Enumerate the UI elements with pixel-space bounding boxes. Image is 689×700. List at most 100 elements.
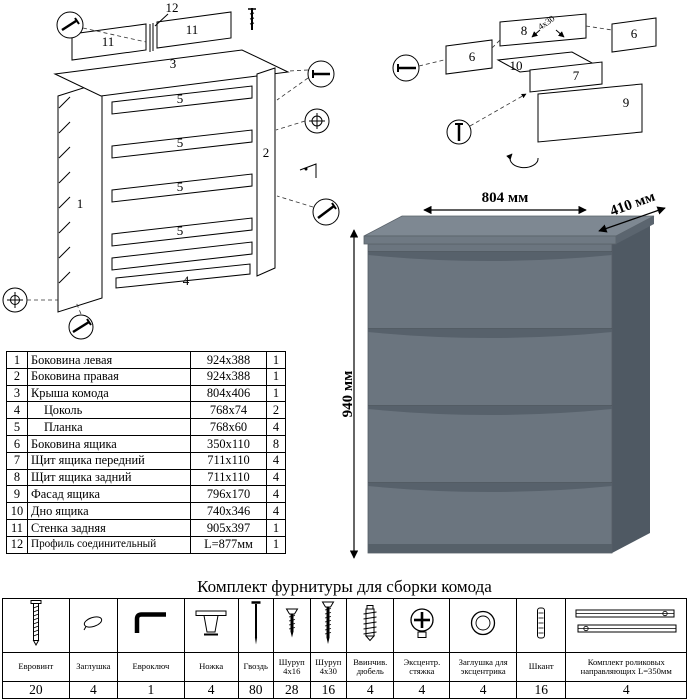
hardware-icon-cell [2,598,70,653]
hardware-icon-cell [393,598,451,653]
euroscrew-icon [30,600,42,647]
part-name: Профиль соединительный [27,535,191,554]
part-size: L=877мм [190,535,267,554]
part-qty: 4 [266,502,286,520]
part-qty: 4 [266,468,286,487]
part-size: 711x110 [190,468,267,487]
width-label: 804 мм [482,190,529,206]
part-num: 12 [6,535,28,554]
part-size: 804x406 [190,384,267,403]
leg-icon [195,610,227,636]
part-qty: 4 [266,485,286,504]
frame-assembly-diagram: 12 11 11 3 5 5 5 5 2 4 1 [2,0,340,340]
part-label: 5 [177,179,184,194]
part-num: 8 [6,468,28,487]
hardware-qty: 4 [565,681,687,699]
dresser-side-face [612,224,650,553]
part-qty: 2 [266,401,286,420]
part-num: 6 [6,434,28,453]
hardware-icon-cell [565,598,687,653]
part-name: Крыша комода [27,384,191,403]
part-size: 711x110 [190,451,267,470]
hardware-qty: 28 [272,681,311,699]
callout-screw-icon [307,60,335,88]
part-name: Стенка задняя [27,518,191,537]
hardware-icons-row [2,598,687,653]
height-label: 940 мм [340,371,356,418]
part-num: 11 [6,518,28,537]
cam-cover-icon [471,610,496,636]
part-slat [111,217,253,247]
hardware-qty: 4 [449,681,518,699]
cam-lock-icon [410,608,434,638]
hardware-name: Шуруп 4x30 [309,652,348,682]
part-label: 8 [521,23,528,38]
callout-screw-icon [392,54,420,82]
part-name: Дно ящика [27,502,191,520]
hardware-qty: 80 [237,681,274,699]
part-row: 10 Дно ящика 740x346 4 [6,502,286,520]
hardware-name: Эксцентр. стяжка [393,652,451,682]
screw-sketch-icon [248,8,256,30]
hardware-qty: 20 [2,681,70,699]
callout-screw-icon [68,314,94,340]
dresser-render: 804 мм 410 мм 940 мм [340,189,666,559]
part-size: 924x388 [190,351,267,369]
dresser-top-side [616,216,654,244]
part-size: 768x60 [190,418,267,436]
dresser-top-face [363,215,655,237]
hardware-qty: 1 [117,681,185,699]
drawer-facade-panel [537,83,643,143]
part-name: Щит ящика задний [27,468,191,487]
part-label: 4 [183,273,190,288]
hardware-qty: 16 [516,681,567,699]
part-label: 6 [469,49,476,64]
part-size: 796x170 [190,485,267,504]
hardware-icon-cell [183,598,239,653]
wood-dowel-icon [537,607,546,639]
drawer-back-panel [499,13,587,47]
part-row: 1 Боковина левая 924x388 1 [6,351,286,369]
part-name: Боковина ящика [27,434,191,453]
hardware-name: Евроключ [117,652,185,682]
part-label: 5 [177,91,184,106]
screw-4x30-icon [321,601,335,644]
part-qty: 1 [266,351,286,369]
drawer-grooves [368,251,612,492]
rotate-arrow-icon [506,153,539,169]
part-back-left [71,23,147,61]
part-num: 4 [6,401,28,420]
part-num: 2 [6,367,28,386]
part-size: 924x388 [190,367,267,386]
hardware-name: Заглушка для эксцентрика [449,652,518,682]
hardware-qty-row: 20 4 1 4 80 28 16 4 4 4 16 4 [2,681,687,699]
hardware-qty: 16 [309,681,348,699]
part-row: 11 Стенка задняя 905x397 1 [6,518,286,537]
hardware-name: Гвоздь [237,652,274,682]
callout-screw-icon [312,198,340,226]
part-row: 4 Цоколь 768x74 2 [6,401,286,420]
part-name: Щит ящика передний [27,451,191,470]
part-row: 8 Щит ящика задний 711x110 4 [6,468,286,487]
part-qty: 8 [266,434,286,453]
hardware-name: Шуруп 4x16 [272,652,311,682]
part-side-right [256,67,276,277]
hardware-qty: 4 [68,681,119,699]
dresser-top-edge [363,235,617,245]
part-qty: 1 [266,518,286,537]
part-name: Планка [27,418,191,436]
drawer-front-panel [529,61,603,93]
part-plinth [115,263,251,289]
hardware-icon-cell [237,598,274,653]
part-num: 5 [6,418,28,436]
part-label: 11 [186,22,199,37]
hardware-qty: 4 [183,681,239,699]
hardware-icon-cell [272,598,311,653]
part-label: 6 [631,26,638,41]
hatch-lines [58,96,71,284]
part-num: 7 [6,451,28,470]
part-label: 7 [573,68,580,83]
drawer-side-panel [445,39,493,75]
parts-table: 1 Боковина левая 924x388 1 2 Боковина пр… [6,351,286,554]
callout-euroscrew-icon [56,11,84,39]
